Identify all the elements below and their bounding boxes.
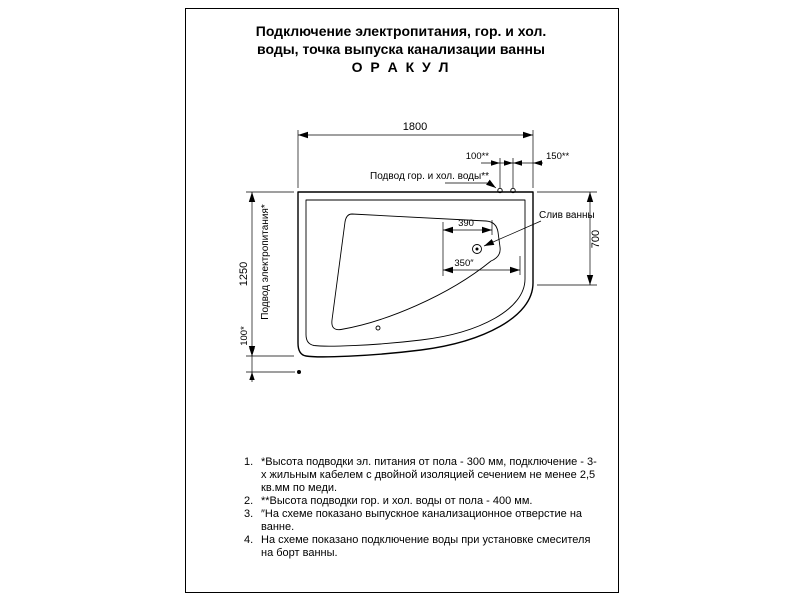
note-number: 2. bbox=[244, 495, 254, 507]
drain-hole-outer bbox=[472, 244, 482, 254]
notes-list: 1. *Высота подводки эл. питания от пола … bbox=[244, 456, 600, 560]
bath-bowl bbox=[331, 213, 501, 331]
dimension-lines bbox=[248, 131, 594, 382]
water-supply-point-1 bbox=[497, 187, 503, 194]
dim-arrowhead bbox=[249, 372, 255, 380]
bath-inner-rim bbox=[305, 199, 526, 347]
dim-arrowhead bbox=[513, 160, 522, 166]
bath-outer-outline bbox=[297, 191, 534, 358]
dim-100-water-label: 100** bbox=[466, 151, 490, 162]
drain-leader bbox=[483, 220, 542, 247]
dim-390-label: 390 bbox=[458, 218, 474, 229]
title-line-2: воды, точка выпуска канализации ванны bbox=[257, 41, 545, 57]
note-item: 2. **Высота подводки гор. и хол. воды от… bbox=[244, 495, 600, 508]
note-number: 4. bbox=[244, 534, 254, 546]
dim-150-water-label: 150** bbox=[546, 151, 570, 162]
dim-350-label: 350″ bbox=[454, 258, 474, 269]
dim-100-power-label: 100* bbox=[239, 326, 250, 346]
power-supply-label: Подвод электропитания* bbox=[260, 204, 271, 320]
note-item: 1. *Высота подводки эл. питания от пола … bbox=[244, 456, 600, 495]
note-item: 3. ″На схеме показано выпускное канализа… bbox=[244, 508, 600, 534]
extension-line-set bbox=[246, 130, 597, 373]
note-number: 3. bbox=[244, 508, 254, 520]
extension-lines bbox=[246, 130, 597, 373]
dim-arrowhead bbox=[491, 160, 500, 166]
dim-1800-label: 1800 bbox=[403, 121, 427, 133]
dim-arrowhead bbox=[533, 160, 542, 166]
drain-label: Слив ванны bbox=[539, 210, 595, 221]
power-supply-point bbox=[297, 370, 301, 374]
note-text: На схеме показано подключение воды при у… bbox=[261, 534, 591, 559]
note-text: *Высота подводки эл. питания от пола - 3… bbox=[261, 456, 597, 494]
drain-hole-center bbox=[475, 247, 479, 251]
title-model-name: О Р А К У Л bbox=[351, 59, 451, 75]
bathtub-plan bbox=[297, 187, 534, 374]
dim-arrowhead bbox=[249, 348, 255, 356]
note-text: **Высота подводки гор. и хол. воды от по… bbox=[261, 495, 533, 507]
dim-1250-label: 1250 bbox=[238, 262, 250, 286]
note-number: 1. bbox=[244, 456, 254, 468]
water-supply-point-2 bbox=[510, 187, 516, 194]
bowl-bottom-mark bbox=[375, 325, 381, 331]
note-item: 4. На схеме показано подключение воды пр… bbox=[244, 534, 600, 560]
water-supply-leader bbox=[445, 179, 497, 189]
note-text: ″На схеме показано выпускное канализацио… bbox=[261, 508, 583, 533]
sheet-border bbox=[185, 8, 619, 593]
drawing-title: Подключение электропитания, гор. и хол. … bbox=[185, 22, 617, 76]
water-supply-label: Подвод гор. и хол. воды** bbox=[370, 171, 489, 182]
title-line-1: Подключение электропитания, гор. и хол. bbox=[255, 23, 547, 39]
dim-arrowhead bbox=[504, 160, 513, 166]
dim-700-label: 700 bbox=[590, 230, 602, 248]
